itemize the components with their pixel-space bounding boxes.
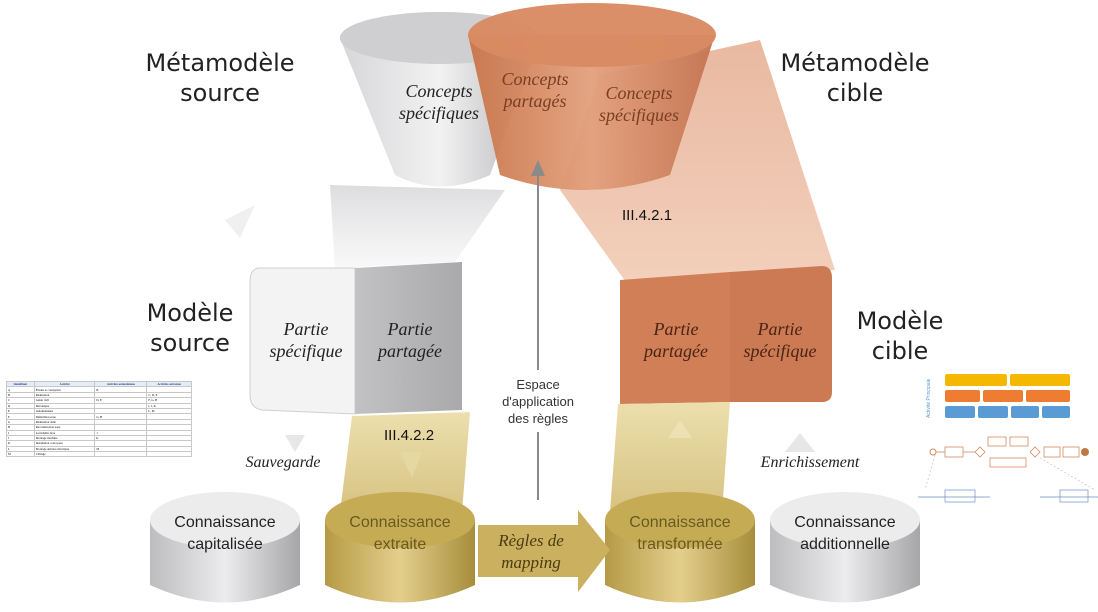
cylinder-extraite	[325, 492, 475, 603]
text-line: Partie	[757, 319, 803, 339]
text-line: spécifique	[743, 341, 817, 361]
text-line: Connaissance	[349, 514, 451, 531]
text-line: Connaissance	[794, 514, 896, 531]
meta-source-line2: source	[180, 79, 260, 107]
model-cible-part-shared: Partie partagée	[624, 318, 728, 362]
table-cell: Câblage	[33, 451, 96, 458]
text-line: Modèle	[856, 307, 944, 335]
text-line: des règles	[508, 411, 568, 426]
mapping-label: Règles de mapping	[486, 530, 576, 574]
table-cell	[94, 451, 148, 458]
mapping-arrow	[478, 510, 610, 592]
text-line: partagés	[503, 91, 567, 111]
text-line: Modèle	[146, 299, 234, 327]
text-line: Espace	[516, 377, 560, 392]
model-source-label: Modèle source	[130, 298, 250, 358]
text-line: Concepts	[605, 83, 673, 103]
model-cible-label: Modèle cible	[840, 306, 960, 366]
funnel-shared: Concepts partagés	[480, 68, 590, 112]
model-source-part-shared: Partie partagée	[358, 318, 462, 362]
grey-arrow-right	[785, 433, 815, 452]
activity-table-thumbnail: Identifiant Activité Activités antécéden…	[6, 380, 192, 458]
text-line: Partie	[387, 319, 433, 339]
text-line: spécifiques	[399, 103, 479, 123]
table-cell	[146, 451, 192, 458]
text-line: Connaissance	[174, 514, 276, 531]
text-line: Connaissance	[629, 514, 731, 531]
text-line: Concepts	[501, 69, 569, 89]
cyl-capitalisee-label: Connaissance capitalisée	[160, 512, 290, 556]
grey-connector-band	[330, 185, 505, 268]
cylinder-additionnelle	[770, 492, 920, 603]
text-line: partagée	[644, 341, 708, 361]
text-line: Partie	[283, 319, 329, 339]
text-line: Règles de	[498, 531, 564, 550]
cylinder-transformee	[605, 492, 755, 603]
text-line: extraite	[373, 536, 427, 553]
meta-source-line1: Métamodèle	[145, 49, 295, 77]
meta-cible-label: Métamodèle cible	[770, 48, 940, 108]
text-line: Partie	[653, 319, 699, 339]
text-line: Concepts	[405, 81, 473, 101]
rules-space-label: Espace d'application des règles	[488, 376, 588, 427]
cyl-transformee-label: Connaissance transformée	[615, 512, 745, 556]
cyl-extraite-label: Connaissance extraite	[335, 512, 465, 556]
gold-band-right	[610, 402, 730, 512]
meta-cible-line1: Métamodèle	[780, 49, 930, 77]
ref-iii-4-2-1: III.4.2.1	[622, 207, 673, 224]
text-line: additionnelle	[800, 536, 890, 553]
text-line: mapping	[501, 553, 561, 572]
table-cell: M	[6, 451, 35, 458]
funnel-tgt-specific: Concepts spécifiques	[584, 82, 694, 126]
funnel-src-specific: Concepts spécifiques	[384, 80, 494, 124]
text-line: cible	[871, 337, 929, 365]
down-arrow-left	[400, 452, 422, 478]
text-line: spécifiques	[599, 105, 679, 125]
text-line: transformée	[637, 536, 723, 553]
grey-arrow-left	[285, 435, 305, 452]
ref-iii-4-2-2: III.4.2.2	[384, 427, 435, 444]
text-line: source	[150, 329, 230, 357]
diagram-side-label: Activité Principale	[926, 378, 932, 418]
meta-source-label: Métamodèle source	[140, 48, 300, 108]
model-source-part-specific: Partie spécifique	[254, 318, 358, 362]
enrichissement-label: Enrichissement	[760, 454, 860, 471]
sauvegarde-label: Sauvegarde	[245, 454, 321, 471]
text-line: capitalisée	[187, 536, 263, 553]
cylinder-capitalisee	[150, 492, 300, 603]
meta-cible-line2: cible	[826, 79, 884, 107]
model-cible-part-specific: Partie spécifique	[730, 318, 830, 362]
text-line: partagée	[378, 341, 442, 361]
process-diagram-thumbnail	[918, 374, 1098, 503]
cyl-additionnelle-label: Connaissance additionnelle	[780, 512, 910, 556]
text-line: spécifique	[269, 341, 343, 361]
text-line: d'application	[502, 394, 574, 409]
up-arrow-right	[668, 420, 692, 438]
